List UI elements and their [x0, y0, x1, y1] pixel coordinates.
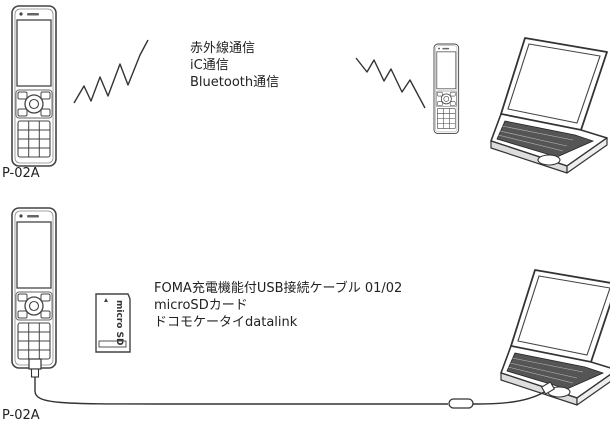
method-ic: iC通信 — [190, 58, 229, 73]
laptop-top-icon — [490, 37, 608, 174]
method-infrared: 赤外線通信 — [190, 41, 256, 56]
phone-small-icon — [433, 43, 460, 135]
wireless-signal-right-icon — [355, 57, 426, 109]
phone-p02a-bottom-icon — [11, 207, 57, 369]
method-usb-cable: FOMA充電機能付USB接続ケーブル 01/02 — [154, 281, 403, 296]
wireless-signal-left-icon — [73, 39, 149, 104]
usb-cable — [28, 358, 556, 409]
method-bluetooth: Bluetooth通信 — [190, 75, 280, 90]
phone-p02a-top-icon — [11, 5, 57, 167]
microsd-card-icon — [95, 293, 131, 353]
phone-label-bottom: P-02A — [2, 408, 40, 423]
method-datalink: ドコモケータイdatalink — [154, 315, 298, 330]
top-methods: 赤外線通信 iC通信 Bluetooth通信 — [190, 40, 279, 91]
phone-label-top: P-02A — [2, 166, 40, 181]
method-microsd: microSDカード — [154, 298, 248, 313]
microsd-card-marking: micro SD — [114, 300, 124, 346]
bottom-methods: FOMA充電機能付USB接続ケーブル 01/02 microSDカード ドコモケ… — [154, 280, 402, 331]
laptop-bottom-icon — [500, 269, 610, 406]
